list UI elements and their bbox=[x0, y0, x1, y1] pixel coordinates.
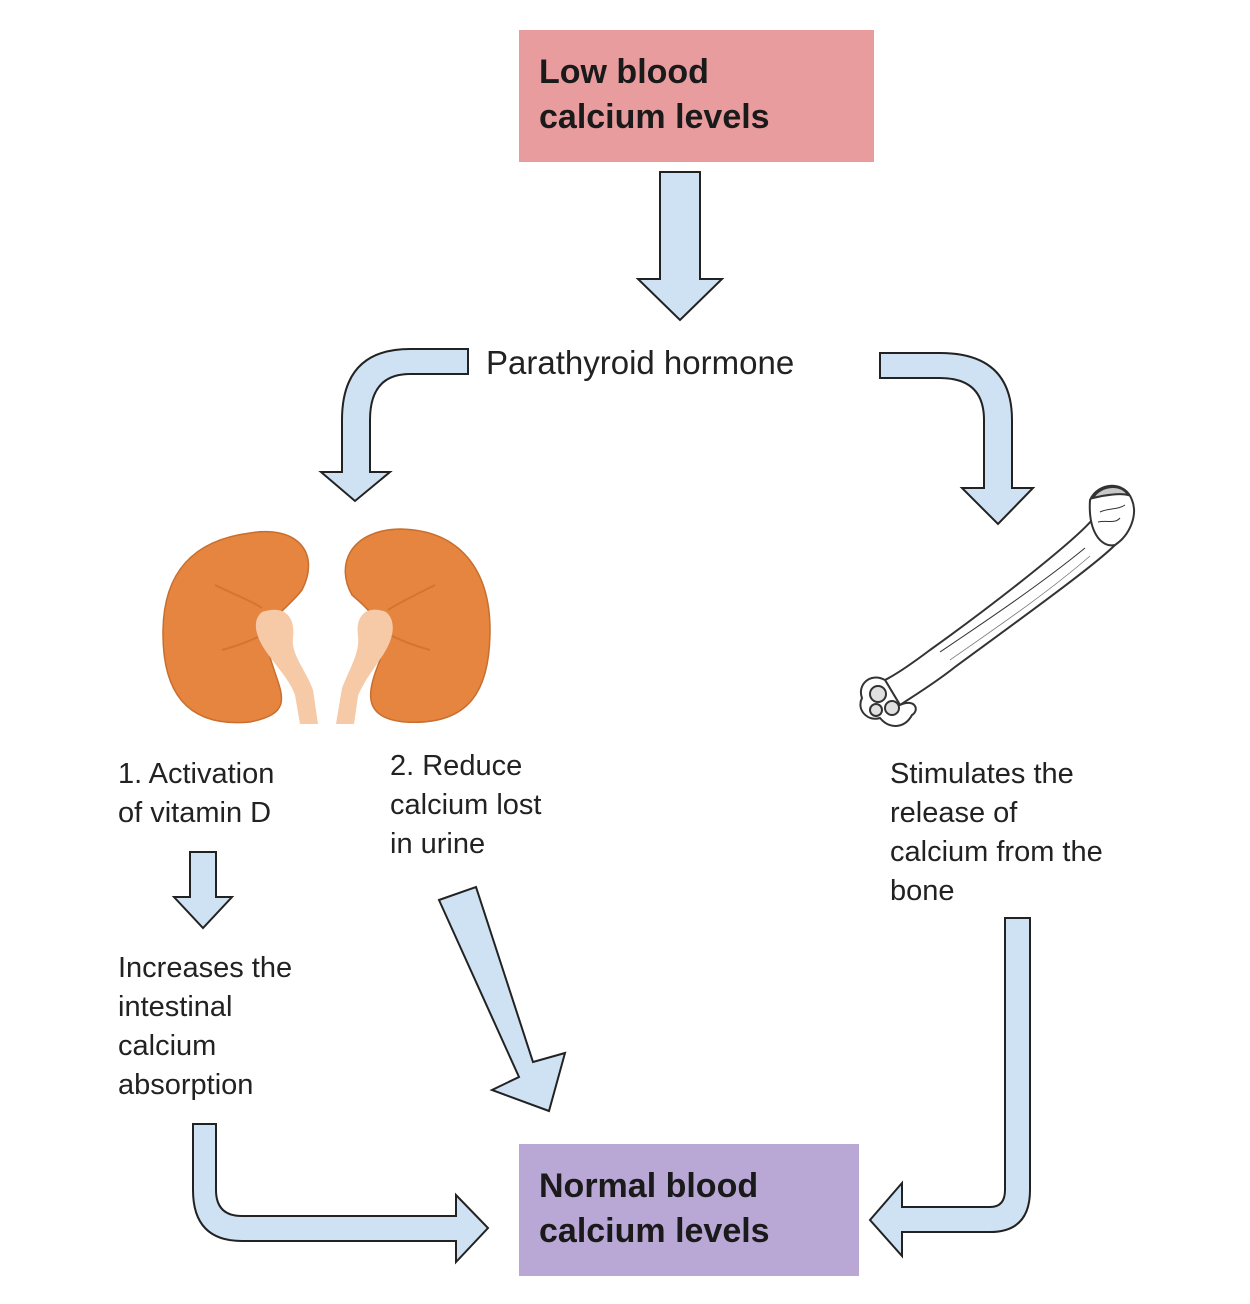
activation-label: 1. Activation of vitamin D bbox=[118, 755, 274, 833]
arrow-vitd-to-intestinal bbox=[171, 851, 235, 930]
normal-calcium-line2: calcium levels bbox=[539, 1212, 770, 1250]
intestinal-line: Increases the bbox=[118, 952, 293, 984]
low-calcium-box: Low blood calcium levels bbox=[519, 30, 874, 162]
arrow-intestinal-to-normal bbox=[192, 1123, 490, 1265]
reduce-line: calcium lost bbox=[390, 789, 542, 821]
activation-line: 1. Activation bbox=[118, 758, 275, 790]
intestinal-line: intestinal bbox=[118, 991, 233, 1023]
arrow-pth-to-kidneys bbox=[318, 348, 469, 503]
intestinal-line: calcium bbox=[118, 1030, 217, 1062]
stimulates-line: bone bbox=[890, 875, 955, 907]
low-calcium-line2: calcium levels bbox=[539, 98, 770, 136]
intestinal-absorption-label: Increases the intestinal calcium absorpt… bbox=[118, 949, 292, 1105]
intestinal-line: absorption bbox=[118, 1069, 254, 1101]
stimulates-line: release of bbox=[890, 797, 1018, 829]
stimulates-line: calcium from the bbox=[890, 836, 1103, 868]
arrow-bone-to-normal bbox=[868, 917, 1031, 1259]
bone-icon bbox=[859, 484, 1135, 727]
reduce-urine-label: 2. Reduce calcium lost in urine bbox=[390, 747, 542, 864]
low-calcium-line1: Low blood bbox=[539, 53, 709, 91]
reduce-line: in urine bbox=[390, 828, 486, 860]
arrow-pth-to-bone bbox=[879, 352, 1036, 526]
arrow-urine-to-normal bbox=[437, 885, 567, 1113]
kidney-icon bbox=[162, 528, 491, 724]
pth-label: Parathyroid hormone bbox=[486, 344, 795, 381]
reduce-line: 2. Reduce bbox=[390, 750, 523, 782]
arrow-low-to-pth bbox=[635, 171, 725, 322]
normal-calcium-box: Normal blood calcium levels bbox=[519, 1144, 859, 1276]
normal-calcium-line1: Normal blood bbox=[539, 1167, 759, 1205]
stimulates-bone-label: Stimulates the release of calcium from t… bbox=[890, 755, 1103, 911]
activation-line: of vitamin D bbox=[118, 797, 272, 829]
stimulates-line: Stimulates the bbox=[890, 758, 1074, 790]
